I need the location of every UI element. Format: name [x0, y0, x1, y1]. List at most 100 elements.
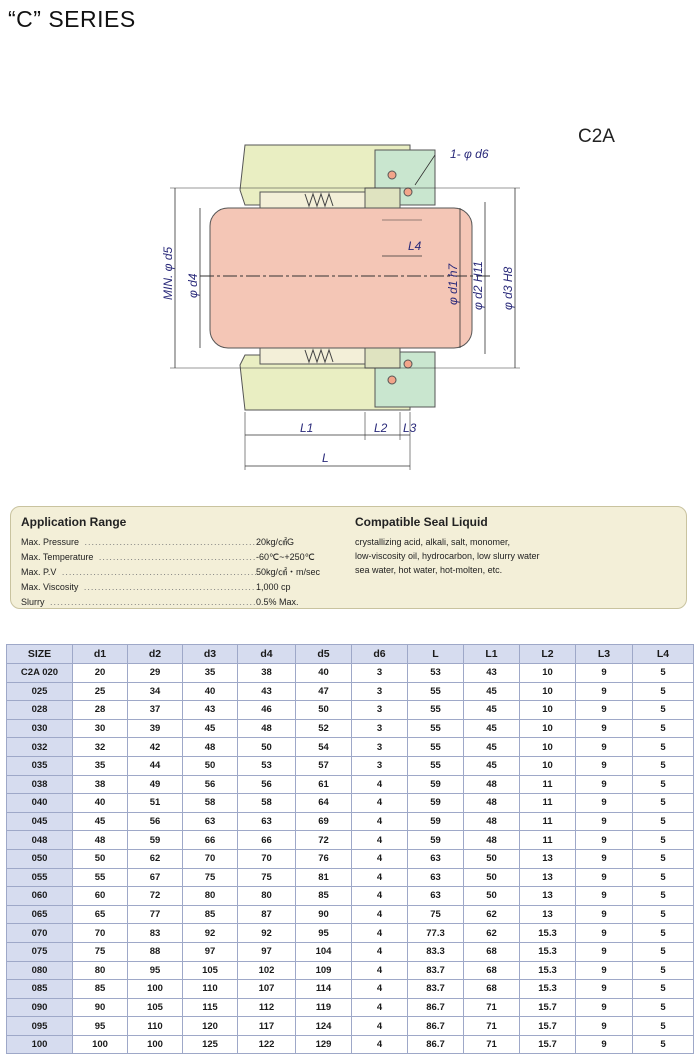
spring-lower	[304, 348, 334, 364]
column-header-d3: d3	[182, 644, 238, 664]
size-cell: 095	[6, 1016, 73, 1036]
table-cell: 80	[237, 886, 296, 906]
table-cell: 51	[127, 793, 183, 813]
table-cell: 56	[127, 811, 183, 832]
table-cell: 15.3	[519, 923, 576, 943]
table-cell: 71	[463, 997, 520, 1018]
table-cell: 5	[632, 997, 694, 1018]
table-cell: 4	[351, 886, 408, 906]
size-cell: 050	[6, 848, 73, 869]
table-cell: 95	[127, 960, 183, 981]
table-cell: 9	[575, 904, 633, 925]
table-cell: 55	[72, 867, 128, 888]
table-cell: 81	[295, 867, 352, 888]
seat-upper	[364, 187, 401, 209]
table-cell: 66	[182, 830, 238, 850]
table-cell: 55	[407, 681, 464, 702]
label-L1: L1	[300, 421, 313, 435]
table-cell: 68	[463, 979, 520, 999]
size-cell: 065	[6, 904, 73, 925]
table-cell: 75	[72, 941, 128, 962]
table-cell: 59	[127, 830, 183, 850]
table-cell: 64	[295, 793, 352, 813]
table-cell: 9	[575, 737, 633, 757]
table-cell: 50	[237, 737, 296, 757]
table-cell: 3	[351, 700, 408, 720]
spec-label: Max. Pressure	[21, 537, 82, 547]
spec-row: Max. Pressure ..........................…	[21, 535, 351, 550]
table-cell: 63	[407, 867, 464, 888]
size-cell: 055	[6, 867, 73, 888]
spec-row: Slurry .................................…	[21, 595, 351, 610]
table-cell: 40	[295, 663, 352, 683]
table-cell: 71	[463, 1016, 520, 1036]
table-cell: 72	[127, 886, 183, 906]
table-cell: 83.3	[407, 941, 464, 962]
table-cell: 4	[351, 904, 408, 925]
table-cell: 10	[519, 737, 576, 757]
table-cell: 15.7	[519, 1016, 576, 1036]
table-cell: 88	[127, 941, 183, 962]
table-cell: 9	[575, 979, 633, 999]
table-cell: 29	[127, 663, 183, 683]
table-cell: 9	[575, 774, 633, 795]
table-cell: 45	[463, 755, 520, 776]
table-cell: 95	[295, 923, 352, 943]
table-cell: 48	[237, 718, 296, 739]
table-cell: 5	[632, 793, 694, 813]
table-cell: 43	[182, 700, 238, 720]
table-cell: 86.7	[407, 1016, 464, 1036]
table-cell: 59	[407, 811, 464, 832]
table-cell: 49	[127, 774, 183, 795]
table-cell: 45	[182, 718, 238, 739]
table-cell: 56	[182, 774, 238, 795]
table-cell: 15.7	[519, 997, 576, 1018]
table-cell: 45	[72, 811, 128, 832]
table-cell: 5	[632, 848, 694, 869]
table-cell: 50	[72, 848, 128, 869]
column-header-l3: L3	[575, 644, 633, 664]
table-cell: 46	[237, 700, 296, 720]
table-cell: 70	[237, 848, 296, 869]
table-cell: 15.3	[519, 960, 576, 981]
table-cell: 50	[463, 867, 520, 888]
table-cell: 70	[72, 923, 128, 943]
label-d4: φ d4	[186, 273, 200, 298]
oring-upper-2	[403, 187, 413, 197]
table-cell: 68	[463, 941, 520, 962]
table-cell: 59	[407, 830, 464, 850]
table-cell: 83.7	[407, 960, 464, 981]
column-header-d2: d2	[127, 644, 183, 664]
table-cell: 115	[182, 997, 238, 1018]
spring-upper	[304, 192, 334, 208]
table-cell: 11	[519, 774, 576, 795]
oring-lower	[387, 375, 397, 385]
table-cell: 40	[72, 793, 128, 813]
table-cell: 44	[127, 755, 183, 776]
size-cell: 045	[6, 811, 73, 832]
spec-value: 1,000 cp	[256, 582, 291, 592]
table-cell: 5	[632, 904, 694, 925]
table-cell: 3	[351, 681, 408, 702]
label-L3: L3	[403, 421, 417, 435]
table-cell: 5	[632, 886, 694, 906]
table-cell: 52	[295, 718, 352, 739]
compatible-seal-liquid: Compatible Seal Liquid crystallizing aci…	[355, 515, 675, 577]
table-cell: 9	[575, 997, 633, 1018]
table-cell: 3	[351, 663, 408, 683]
table-cell: 120	[182, 1016, 238, 1036]
spec-label: Slurry	[21, 597, 47, 607]
table-cell: 43	[237, 681, 296, 702]
size-cell: 080	[6, 960, 73, 981]
size-cell: 038	[6, 774, 73, 795]
table-cell: 5	[632, 681, 694, 702]
table-cell: 90	[295, 904, 352, 925]
table-cell: 63	[407, 886, 464, 906]
table-cell: 42	[127, 737, 183, 757]
table-cell: 76	[295, 848, 352, 869]
